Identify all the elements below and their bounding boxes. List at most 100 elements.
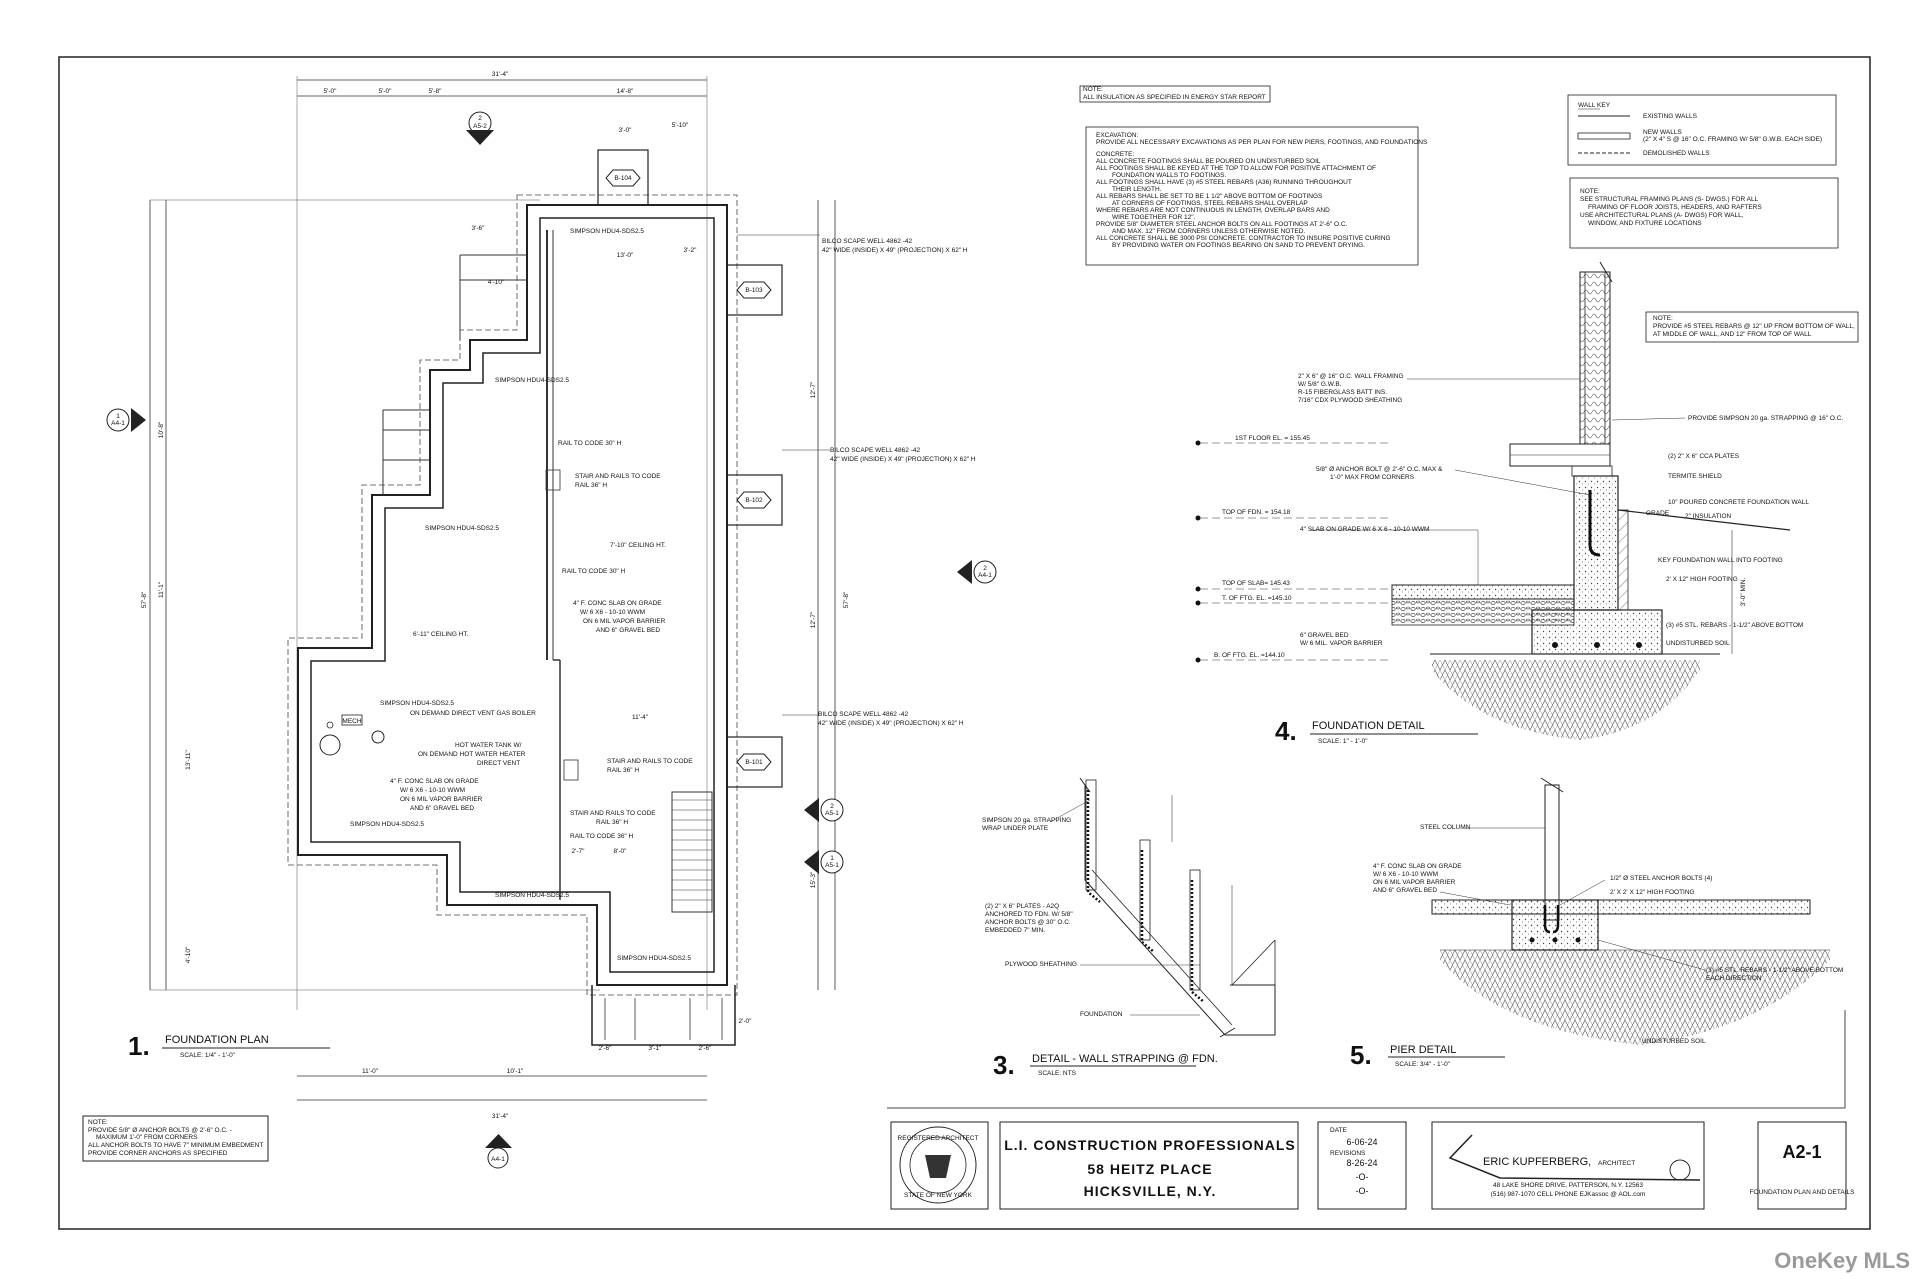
pier-slab-label-1: 4" F. CONC SLAB ON GRADE: [1373, 863, 1462, 870]
watermark: OneKey MLS: [1774, 1248, 1910, 1273]
bilco-label-2b: 42" WIDE (INSIDE) X 49" (PROJECTION) X 6…: [830, 456, 976, 463]
detail3-number: 3.: [993, 1050, 1015, 1080]
anchor-label-1: 5/8" Ø ANCHOR BOLT @ 2'-6" O.C. MAX &: [1316, 466, 1443, 473]
svg-text:A5-1: A5-1: [825, 810, 839, 817]
svg-text:1: 1: [830, 855, 834, 862]
pier-anchor-label: 1/2" Ø STEEL ANCHOR BOLTS (4): [1610, 875, 1712, 882]
bilco-label-1b: 42" WIDE (INSIDE) X 49" (PROJECTION) X 6…: [822, 247, 968, 254]
key-label: KEY FOUNDATION WALL INTO FOOTING: [1658, 557, 1783, 564]
concrete-line-13: BY PROVIDING WATER ON FOOTINGS BEARING O…: [1112, 242, 1365, 249]
project-box: [999, 1121, 1299, 1210]
seal-bottom-text: STATE OF NEW YORK: [904, 1192, 973, 1199]
date-box: [1317, 1121, 1407, 1210]
date-label: DATE: [1330, 1127, 1348, 1134]
struct-note-head: NOTE:: [1580, 188, 1600, 195]
dim-2-7: 2'-7": [572, 848, 586, 855]
pier-anchor-bolts: [1543, 905, 1560, 934]
company-name: L.I. CONSTRUCTION PROFESSIONALS: [1004, 1137, 1296, 1153]
framing-label-4: 7/16" CDX PLYWOOD SHEATHING: [1298, 397, 1402, 404]
concrete-line-9: WIRE TOGETHER FOR 12".: [1112, 214, 1196, 221]
left-dim-2: 11'-1": [158, 581, 165, 598]
section-marker-right: 2 A4-1: [957, 560, 997, 584]
slab-label-2: 4" F. CONC SLAB ON GRADE: [390, 778, 479, 785]
t-ftg-elevation: T. OF FTG. EL. =145.10: [1222, 595, 1292, 602]
plates3-label-3: ANCHOR BOLTS @ 30" O.C.: [985, 919, 1071, 926]
framing-label-3: R-15 FIBERGLASS BATT INS.: [1298, 389, 1387, 396]
framing-label-1: 2" X 6" @ 16" O.C. WALL FRAMING: [1298, 373, 1404, 380]
stair-label-1: STAIR AND RAILS TO CODE: [575, 473, 661, 480]
svg-text:A5-1: A5-1: [825, 862, 839, 869]
plates-label: (2) 2" X 6" CCA PLATES: [1668, 453, 1740, 460]
rebar-note-1: PROVIDE #5 STEEL REBARS @ 12" UP FROM BO…: [1653, 323, 1855, 330]
right-dim-1: 12'-7": [810, 381, 817, 398]
wall-frame-outline: [1084, 785, 1276, 1036]
stair-label-2: STAIR AND RAILS TO CODE: [607, 758, 693, 765]
project-town: HICKSVILLE, N.Y.: [1084, 1183, 1217, 1199]
foundation3-label: FOUNDATION: [1080, 1011, 1123, 1018]
wall-strapping-detail: SIMPSON 20 ga. STRAPPING WRAP UNDER PLAT…: [982, 777, 1276, 1080]
concrete-line-10: PROVIDE 5/8" DIAMETER STEEL ANCHOR BOLTS…: [1096, 221, 1348, 228]
section-marker-a5-1-bottom: 1 A5-1: [804, 850, 844, 874]
plan-title-number: 1.: [128, 1031, 150, 1061]
pier-rebars-label-2: EACH DIRECTION: [1706, 975, 1762, 982]
straps: [1086, 790, 1205, 1003]
detail5-scale: SCALE: 3/4" - 1'-0": [1395, 1061, 1451, 1068]
right-dim-3: 15'-3": [810, 871, 817, 888]
wall-key-box: [1567, 94, 1837, 166]
insulation-label: 2" INSULATION: [1685, 513, 1732, 520]
excavation-head: EXCAVATION:: [1096, 132, 1138, 139]
plan-title: FOUNDATION PLAN: [165, 1034, 269, 1046]
pier-slab: [1431, 899, 1811, 915]
scape-well-b101: B-101: [726, 736, 783, 788]
overall-dim-bottom: 31'-4": [492, 1113, 509, 1120]
svg-text:A5-2: A5-2: [473, 123, 487, 130]
anchor-note-box: [82, 1115, 269, 1162]
concrete-line-7: AT CORNERS OF FOOTINGS, STEEL REBARS SHA…: [1112, 200, 1308, 207]
struct-line-1: SEE STRUCTURAL FRAMING PLANS (S- DWGS.) …: [1580, 196, 1759, 203]
wall-key-new: NEW WALLS: [1643, 129, 1682, 136]
rail-label-1: RAIL TO CODE 30" H: [558, 440, 622, 447]
simpson-label-5: SIMPSON HDU4-SDS2.5: [350, 821, 424, 828]
bilco-label-1: BILCO SCAPE WELL 4862 -42: [822, 238, 912, 245]
slab-label-2d: AND 6" GRAVEL BED: [410, 805, 474, 812]
section-marker-a5-1-top: 2 A5-1: [804, 798, 844, 822]
struct-line-2: FRAMING OF FLOOR JOISTS, HEADERS, AND RA…: [1588, 204, 1762, 211]
simpson-label-4: SIMPSON HDU4-SDS2.5: [380, 700, 454, 707]
slab-label-1c: ON 6 MIL VAPOR BARRIER: [583, 618, 666, 625]
rebar-note-head: NOTE:: [1653, 315, 1673, 322]
top-dim-3: 5'-8": [429, 88, 443, 95]
architect-name: ERIC KUPFERBERG,: [1483, 1156, 1591, 1168]
strapping-label: PROVIDE SIMPSON 20 ga. STRAPPING @ 16" O…: [1688, 415, 1843, 422]
concrete-line-12: ALL CONCRETE SHALL BE 3000 PSI CONCRETE.…: [1096, 235, 1391, 242]
slab-label: 4" SLAB ON GRADE W/ 6 X 6 - 10-10 WWM: [1300, 526, 1429, 533]
architect-address: 48 LAKE SHORE DRIVE, PATTERSON, N.Y. 125…: [1493, 1182, 1643, 1189]
simpson-label-7: SIMPSON HDU4-SDS2.5: [617, 955, 691, 962]
struct-line-4: WINDOW, AND FIXTURE LOCATIONS: [1588, 220, 1702, 227]
gravel-label-2: W/ 6 MIL. VAPOR BARRIER: [1300, 640, 1383, 647]
anchor-note-head: NOTE:: [88, 1119, 108, 1126]
sheet-border: [58, 56, 1871, 1230]
svg-text:A4-1: A4-1: [978, 572, 992, 579]
foundation-footing: [287, 194, 738, 996]
stair-label-3b: RAIL 36" H: [596, 819, 628, 826]
architect-logo: [1448, 1134, 1701, 1181]
pier-slab-label-2: W/ 6 X6 - 10-10 WWM: [1373, 871, 1438, 878]
plan-scale: SCALE: 1/4" - 1'-0": [180, 1052, 236, 1059]
sill-plates: [1571, 465, 1613, 477]
svg-text:A4-1: A4-1: [491, 1156, 505, 1163]
energy-note-head: NOTE:: [1083, 86, 1103, 93]
bilco-label-2: BILCO SCAPE WELL 4862 -42: [830, 447, 920, 454]
right-overall-dim: 57'-8": [843, 591, 850, 608]
column-label: STEEL COLUMN: [1420, 824, 1471, 831]
grade-label: GRADE: [1646, 510, 1670, 517]
slab-label-1b: W/ 6 X6 - 10-10 WWM: [580, 609, 645, 616]
ceiling-label-2: 6'-11" CEILING HT.: [413, 631, 469, 638]
concrete-head: CONCRETE:: [1096, 151, 1134, 158]
termite-label: TERMITE SHIELD: [1668, 473, 1722, 480]
section-marker-bottom: A4-1: [485, 1134, 512, 1169]
foundation-entry: [591, 985, 736, 1046]
simpson-label-2: SIMPSON HDU4-SDS2.5: [495, 377, 569, 384]
pier-rebars-label-1: (3) #5 STL. REBARS - 1-1/2" ABOVE BOTTOM: [1706, 967, 1843, 974]
revisions-label: REVISIONS: [1330, 1150, 1366, 1157]
rebar-note-2: AT MIDDLE OF WALL, AND 12" FROM TOP OF W…: [1653, 331, 1812, 338]
